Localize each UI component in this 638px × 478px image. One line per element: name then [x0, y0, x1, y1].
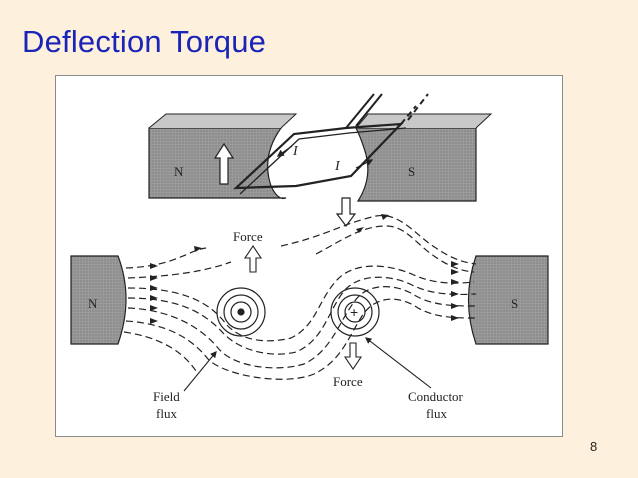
bottom-north-pole: [70, 255, 127, 345]
top-down-arrow: [335, 197, 357, 227]
diagram-svg: N S I I: [70, 93, 549, 421]
right-conductor: [330, 287, 380, 337]
conductor-flux-label-line2: flux: [426, 406, 447, 421]
force-up-label: Force: [233, 229, 263, 244]
field-flux-label-line1: Field: [153, 389, 180, 404]
field-flux-leader: [183, 350, 217, 392]
top-magnet-diagram: N S I I: [148, 93, 493, 227]
conductor-flux-leader: [364, 337, 432, 389]
page-number: 8: [590, 439, 598, 454]
top-south-pole: [355, 127, 477, 202]
field-flux-lines: [123, 215, 477, 380]
force-up-arrow: [243, 245, 263, 273]
bottom-north-label: N: [88, 296, 98, 311]
figure-frame: N S I I: [55, 75, 563, 437]
force-down-label: Force: [333, 374, 363, 389]
slide-title: Deflection Torque: [22, 24, 267, 59]
left-conductor: [216, 287, 266, 337]
top-north-label: N: [174, 164, 184, 179]
field-flux-label-line2: flux: [156, 406, 177, 421]
bottom-south-label: S: [511, 296, 518, 311]
coil-leads: [345, 93, 383, 129]
field-flux-arrows: [150, 214, 459, 324]
bottom-field-diagram: + N S Force Force Field flux Conductor f…: [70, 214, 549, 421]
current-arrow-right: [355, 159, 374, 169]
top-south-label: S: [408, 164, 415, 179]
conductor-flux-label-line1: Conductor: [408, 389, 464, 404]
top-up-arrow: [213, 142, 235, 185]
current-label-right: I: [334, 159, 341, 174]
bottom-south-pole: [467, 255, 549, 345]
plus-symbol: +: [350, 304, 358, 320]
current-label-left: I: [292, 144, 299, 159]
force-down-arrow: [343, 342, 363, 370]
current-arrow-left: [276, 145, 293, 157]
